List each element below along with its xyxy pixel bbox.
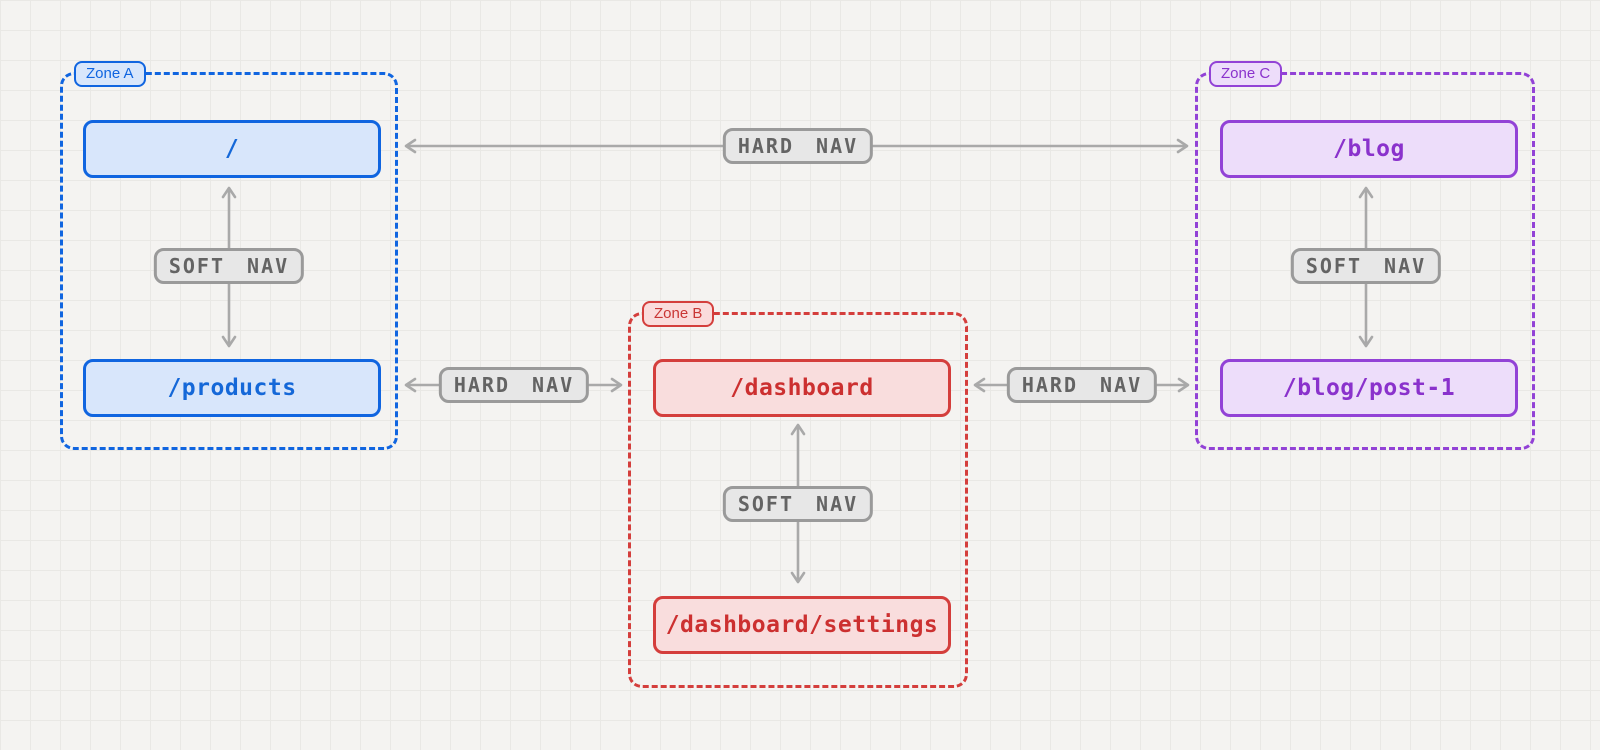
route-node-root: /: [83, 120, 381, 178]
soft-nav-label-zone-c: SOFT NAV: [1290, 248, 1442, 284]
route-node-blog: /blog: [1220, 120, 1518, 178]
route-node-dashboard: /dashboard: [653, 359, 951, 417]
hard-nav-label-left: HARD NAV: [438, 367, 590, 403]
zone-a-label: Zone A: [74, 61, 146, 87]
zone-a: Zone A / /products: [60, 61, 398, 450]
zone-c: Zone C /blog /blog/post-1: [1195, 61, 1535, 450]
soft-nav-label-zone-b: SOFT NAV: [722, 486, 874, 522]
route-node-products: /products: [83, 359, 381, 417]
route-node-dashboard-settings: /dashboard/settings: [653, 596, 951, 654]
soft-nav-label-zone-a: SOFT NAV: [153, 248, 305, 284]
route-node-blog-post-1: /blog/post-1: [1220, 359, 1518, 417]
hard-nav-label-right: HARD NAV: [1006, 367, 1158, 403]
hard-nav-label-top: HARD NAV: [722, 128, 874, 164]
zone-b-label: Zone B: [642, 301, 715, 327]
zone-c-label: Zone C: [1209, 61, 1283, 87]
zone-b: Zone B /dashboard /dashboard/settings: [628, 301, 968, 688]
